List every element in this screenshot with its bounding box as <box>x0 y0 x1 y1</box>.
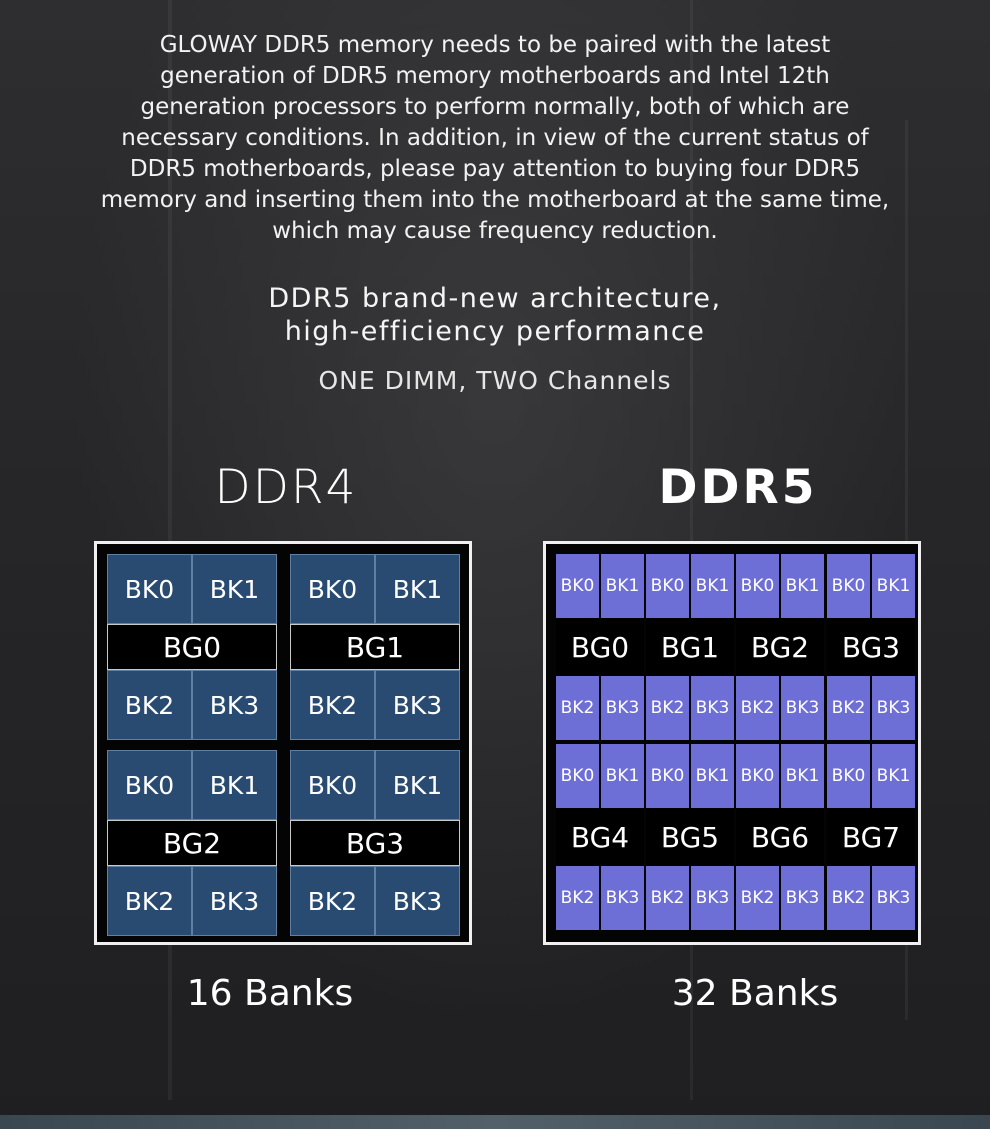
bank-cell: BK3 <box>691 676 734 740</box>
bank-cell: BK3 <box>872 866 915 930</box>
bank-cell: BK2 <box>556 676 599 740</box>
bank-cell: BK1 <box>601 554 644 618</box>
bank-cell: BK0 <box>646 744 689 808</box>
ddr4-bank-count: 16 Banks <box>186 973 354 1014</box>
bank-cell: BK1 <box>192 750 277 820</box>
bank-cell: BK2 <box>290 866 375 936</box>
intro-paragraph: GLOWAY DDR5 memory needs to be paired wi… <box>100 32 890 244</box>
heading-line-2: high-efficiency performance <box>284 316 706 347</box>
bank-cell: BK1 <box>192 554 277 624</box>
bank-cell: BK2 <box>556 866 599 930</box>
bank-group-label: BG0 <box>556 618 644 676</box>
bank-cell: BK1 <box>375 554 460 624</box>
bank-cell: BK3 <box>872 676 915 740</box>
bank-cell: BK3 <box>375 670 460 740</box>
bank-cell: BK2 <box>107 866 192 936</box>
bank-cell: BK0 <box>736 744 779 808</box>
bank-cell: BK3 <box>691 866 734 930</box>
bank-group-label: BG3 <box>290 820 460 866</box>
bank-cell: BK2 <box>646 676 689 740</box>
bank-cell: BK2 <box>290 670 375 740</box>
bank-cell: BK2 <box>107 670 192 740</box>
bank-group-label: BG2 <box>736 618 824 676</box>
bank-group-label: BG3 <box>827 618 915 676</box>
heading-line-1: DDR5 brand-new architecture, <box>268 283 722 314</box>
bank-cell: BK1 <box>601 744 644 808</box>
bank-cell: BK0 <box>556 744 599 808</box>
ddr5-title: DDR5 <box>658 460 818 515</box>
bank-cell: BK0 <box>736 554 779 618</box>
bank-cell: BK2 <box>827 676 870 740</box>
bank-cell: BK2 <box>736 676 779 740</box>
bank-group-label: BG5 <box>646 808 734 866</box>
bank-cell: BK3 <box>375 866 460 936</box>
bank-cell: BK0 <box>290 750 375 820</box>
bank-group-label: BG6 <box>736 808 824 866</box>
bank-group-label: BG0 <box>107 624 277 670</box>
bank-group-label: BG1 <box>290 624 460 670</box>
bank-cell: BK2 <box>646 866 689 930</box>
bank-cell: BK0 <box>646 554 689 618</box>
bank-cell: BK1 <box>872 554 915 618</box>
bank-cell: BK0 <box>290 554 375 624</box>
ddr4-title: DDR4 <box>214 460 358 515</box>
bank-group-label: BG2 <box>107 820 277 866</box>
bottom-strip <box>0 1115 990 1129</box>
architecture-heading: DDR5 brand-new architecture, high-effici… <box>0 282 990 348</box>
bank-cell: BK3 <box>192 670 277 740</box>
bank-cell: BK2 <box>827 866 870 930</box>
bank-cell: BK2 <box>736 866 779 930</box>
bank-cell: BK3 <box>781 676 824 740</box>
bank-cell: BK3 <box>601 676 644 740</box>
bank-cell: BK1 <box>781 744 824 808</box>
bank-cell: BK3 <box>601 866 644 930</box>
bank-cell: BK1 <box>375 750 460 820</box>
bank-cell: BK3 <box>781 866 824 930</box>
bank-cell: BK1 <box>781 554 824 618</box>
bank-group-label: BG4 <box>556 808 644 866</box>
bank-cell: BK0 <box>107 750 192 820</box>
ddr5-bank-count: 32 Banks <box>671 973 839 1014</box>
channels-subheading: ONE DIMM, TWO Channels <box>318 366 672 395</box>
bank-cell: BK1 <box>691 744 734 808</box>
bank-cell: BK0 <box>556 554 599 618</box>
bank-cell: BK3 <box>192 866 277 936</box>
bank-group-label: BG1 <box>646 618 734 676</box>
bank-cell: BK0 <box>827 554 870 618</box>
bank-cell: BK0 <box>107 554 192 624</box>
bank-cell: BK1 <box>872 744 915 808</box>
bank-group-label: BG7 <box>827 808 915 866</box>
bank-cell: BK1 <box>691 554 734 618</box>
bank-cell: BK0 <box>827 744 870 808</box>
